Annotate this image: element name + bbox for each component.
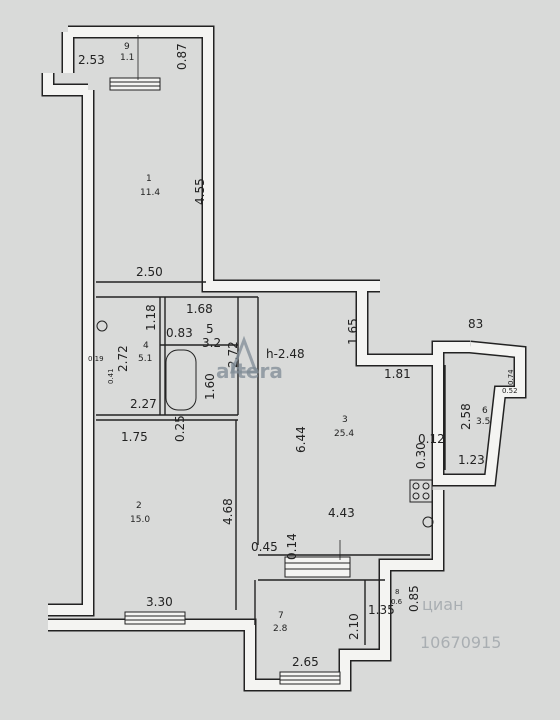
room-3-area: 25.4	[334, 429, 354, 439]
room-9-area: 1.1	[120, 53, 134, 63]
room-labels: 9 1.1 1 11.4 4 5.1 5 3.2 2 15.0 3 25.4 6…	[120, 42, 490, 634]
dim-room4-width: 2.27	[130, 397, 157, 411]
stove-icon	[409, 479, 433, 503]
watermarks: altera циан 10670915	[216, 335, 501, 652]
room-7-number: 7	[278, 611, 284, 621]
room-7-area: 2.8	[273, 624, 288, 634]
dimension-labels: 2.53 0.87 4.55 2.50 1.68 1.18 0.83 2.72 …	[78, 43, 518, 669]
toilet-icon	[96, 320, 108, 332]
room-5-number: 5	[206, 322, 214, 336]
room-6-area: 3.5	[476, 417, 490, 427]
watermark-site: циан	[422, 595, 464, 614]
dimension-lines	[137, 35, 341, 560]
dim-room2-length: 4.68	[221, 498, 235, 525]
dim-room6-small: 0.52	[502, 387, 518, 395]
dim-room6-length: 2.58	[459, 403, 473, 430]
room-1-area: 11.4	[140, 188, 160, 198]
dim-room3-small-a: 0.12	[418, 432, 445, 446]
dim-room2-outer: 3.30	[146, 595, 173, 609]
bathtub-icon	[165, 349, 197, 411]
ceiling-height: h-2.48	[266, 347, 305, 361]
dim-balcony9-width: 2.53	[78, 53, 105, 67]
dim-room3-small-b: 0.30	[414, 442, 428, 469]
dim-room3-small-d: 0.14	[285, 533, 299, 560]
partitions	[96, 281, 446, 645]
dim-room3-step: 1.81	[384, 367, 411, 381]
room-9-number: 9	[124, 42, 130, 52]
watermark-logo: altera	[216, 359, 283, 383]
watermark-listing-id: 10670915	[420, 633, 501, 652]
dim-room6-side: 0.74	[507, 369, 515, 385]
dim-room3-small-c: 0.45	[251, 540, 278, 554]
dim-corridor-width: 1.68	[186, 302, 213, 316]
room-4-area: 5.1	[138, 354, 152, 364]
altera-logo-icon	[229, 335, 259, 374]
dim-room1-length: 4.55	[193, 178, 207, 205]
dim-room3-length: 6.44	[294, 426, 308, 453]
dim-room4-small-a: 0.19	[88, 355, 104, 363]
dim-room4-small-b: 0.41	[107, 368, 115, 384]
sink-icon	[422, 516, 434, 528]
room-6-number: 6	[482, 406, 488, 416]
dim-room1-width: 2.50	[136, 265, 163, 279]
dim-room5-small: 1.18	[144, 304, 158, 331]
dim-room7-width: 2.65	[292, 655, 319, 669]
dim-room7-length: 2.10	[347, 613, 361, 640]
room-8-number: 8	[395, 588, 399, 596]
room-5-area: 3.2	[202, 336, 221, 350]
room-2-area: 15.0	[130, 515, 150, 525]
dim-partition: 0.25	[173, 415, 187, 442]
room-1-number: 1	[146, 174, 152, 184]
dim-room5-width: 0.83	[166, 326, 193, 340]
room-3-number: 3	[342, 415, 348, 425]
dim-room2-width: 1.75	[121, 430, 148, 444]
room-2-number: 2	[136, 501, 142, 511]
room-4-number: 4	[143, 341, 149, 351]
dim-room4-length: 2.72	[116, 345, 130, 372]
dim-room6-top: 83	[468, 317, 483, 331]
dim-room3-top: 1.65	[346, 318, 360, 345]
fixtures	[96, 320, 434, 528]
dim-room5-length: 1.60	[203, 373, 217, 400]
dim-room6-width: 1.23	[458, 453, 485, 467]
walls	[41, 25, 527, 692]
room-8-area: 0.6	[391, 598, 403, 606]
dim-room3-width: 4.43	[328, 506, 355, 520]
dim-balcony9-depth: 0.87	[175, 43, 189, 70]
dim-room8-width: 1.35	[368, 603, 395, 617]
dim-room8-depth: 0.85	[407, 585, 421, 612]
windows	[109, 77, 351, 685]
